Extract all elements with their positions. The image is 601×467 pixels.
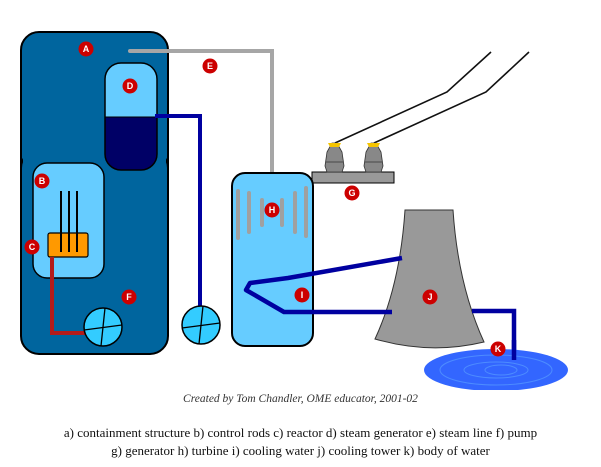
primary-coolant-pipe (50, 257, 88, 335)
label-badge-circle (294, 287, 310, 303)
pump-inner (83, 307, 123, 347)
label-badge-circle (24, 239, 40, 255)
label-badge-text: K (495, 344, 502, 354)
label-badge-b: B (34, 173, 50, 189)
label-badge-h: H (264, 202, 280, 218)
label-badge-text: C (29, 242, 36, 252)
label-badge-c: C (24, 239, 40, 255)
body-of-water (424, 349, 568, 390)
label-badge-a: A (78, 41, 94, 57)
label-badge-text: H (269, 205, 276, 215)
label-badge-j: J (422, 289, 438, 305)
steam-generator (104, 62, 158, 171)
legend-line-2: g) generator h) turbine i) cooling water… (111, 443, 490, 458)
legend: a) containment structure b) control rods… (0, 424, 601, 460)
cooling-water-pipe (243, 255, 403, 315)
legend-line-1: a) containment structure b) control rods… (63, 425, 538, 440)
label-badge-circle (34, 173, 50, 189)
generator (311, 142, 395, 184)
label-badge-circle (78, 41, 94, 57)
label-badge-circle (490, 341, 506, 357)
turbine-blades (236, 186, 308, 240)
power-lines (334, 51, 530, 144)
label-badge-circle (122, 78, 138, 94)
label-badge-text: J (427, 292, 432, 302)
label-badge-circle (344, 185, 360, 201)
feedwater-pipe (155, 114, 202, 313)
label-badge-circle (121, 289, 137, 305)
label-badge-text: E (207, 61, 213, 71)
label-badge-text: B (39, 176, 46, 186)
label-badge-i: I (294, 287, 310, 303)
nuclear-plant-diagram: A B C D E F G H I J K (20, 31, 568, 390)
pump-outer (181, 305, 221, 345)
cooling-tower (374, 209, 485, 349)
label-badge-g: G (344, 185, 360, 201)
label-badge-d: D (122, 78, 138, 94)
label-badge-e: E (202, 58, 218, 74)
steam-line (128, 49, 274, 176)
label-badge-text: I (301, 290, 304, 300)
label-badge-circle (422, 289, 438, 305)
turbine-vessel (231, 172, 314, 347)
label-badge-f: F (121, 289, 137, 305)
label-badge-circle (202, 58, 218, 74)
label-badge-k: K (490, 341, 506, 357)
label-badge-text: D (127, 81, 134, 91)
label-badge-text: A (83, 44, 90, 54)
label-badge-text: G (348, 188, 355, 198)
credit-caption: Created by Tom Chandler, OME educator, 2… (183, 393, 418, 405)
label-badge-circle (264, 202, 280, 218)
label-badge-text: F (126, 292, 132, 302)
